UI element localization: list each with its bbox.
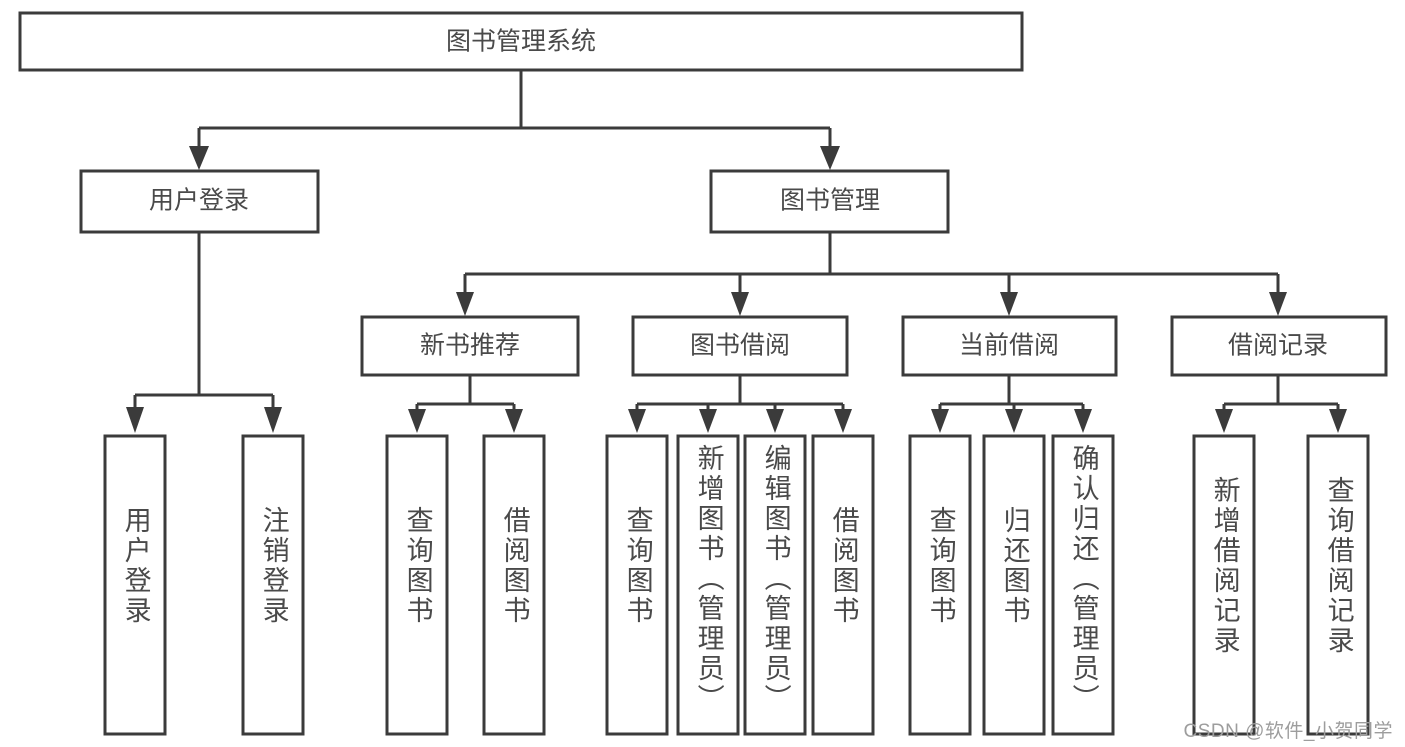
node-current-borrow[interactable]: 当前借阅 (901, 315, 1118, 377)
arrow-new-leaf-1 (408, 409, 426, 433)
node-root-system-label: 图书管理系统 (446, 28, 596, 56)
arrow-current-leaf-2 (1005, 409, 1023, 433)
arrow-book-to-record (1269, 292, 1287, 316)
node-new-book-recommend-label: 新书推荐 (420, 332, 520, 360)
leaf-box-query-borrow-record[interactable] (1306, 434, 1370, 736)
node-book-borrow-label: 图书借阅 (690, 332, 790, 360)
node-root-system[interactable]: 图书管理系统 (18, 11, 1024, 72)
connector-group-borrow-record (1215, 375, 1347, 433)
leaf-box-group (103, 434, 1370, 736)
leaf-box-query-book-borrow[interactable] (605, 434, 669, 736)
leaf-box-query-book-new[interactable] (385, 434, 449, 736)
leaf-box-logout[interactable] (241, 434, 305, 736)
arrow-borrow-leaf-2 (699, 409, 717, 433)
node-book-management[interactable]: 图书管理 (709, 169, 950, 234)
connector-group-new-book (408, 375, 523, 433)
node-borrow-record-label: 借阅记录 (1228, 332, 1328, 360)
node-borrow-record-box[interactable] (1170, 315, 1388, 377)
node-user-login-box[interactable] (79, 169, 320, 234)
leaf-box-confirm-return-admin[interactable] (1051, 434, 1115, 736)
leaf-box-borrow-book[interactable] (811, 434, 875, 736)
leaf-box-add-book-admin[interactable] (676, 434, 740, 736)
leaf-box-query-book-current[interactable] (908, 434, 972, 736)
node-book-borrow-box[interactable] (631, 315, 849, 377)
leaf-box-add-borrow-record[interactable] (1192, 434, 1256, 736)
leaf-box-return-book[interactable] (982, 434, 1046, 736)
connector-group-current-borrow (931, 375, 1092, 433)
node-book-management-label: 图书管理 (780, 187, 880, 215)
node-new-book-recommend-box[interactable] (360, 315, 580, 377)
connector-group-borrow-book (628, 375, 852, 433)
node-root-system-box[interactable] (18, 11, 1024, 72)
arrow-current-leaf-3 (1074, 409, 1092, 433)
arrow-new-leaf-2 (505, 409, 523, 433)
arrow-book-to-borrow (731, 292, 749, 316)
node-borrow-record[interactable]: 借阅记录 (1170, 315, 1388, 377)
node-current-borrow-box[interactable] (901, 315, 1118, 377)
connector-group-root (189, 70, 840, 170)
arrow-record-leaf-2 (1329, 409, 1347, 433)
arrow-book-to-new (456, 292, 474, 316)
node-user-login-label: 用户登录 (149, 187, 249, 215)
node-user-login[interactable]: 用户登录 (79, 169, 320, 234)
node-book-borrow[interactable]: 图书借阅 (631, 315, 849, 377)
connector-group-book-mgmt (456, 232, 1287, 316)
leaf-box-borrow-book-new[interactable] (482, 434, 546, 736)
node-book-management-box[interactable] (709, 169, 950, 234)
arrow-current-leaf-1 (931, 409, 949, 433)
connector-group-user-login (126, 232, 282, 433)
leaf-box-user-login[interactable] (103, 434, 167, 736)
arrow-borrow-leaf-1 (628, 409, 646, 433)
leaf-box-edit-book-admin[interactable] (743, 434, 807, 736)
arrow-borrow-leaf-4 (834, 409, 852, 433)
arrow-root-to-book (820, 146, 840, 170)
node-current-borrow-label: 当前借阅 (959, 332, 1059, 360)
arrow-root-to-user (189, 146, 209, 170)
arrow-book-to-current (1000, 292, 1018, 316)
arrow-user-leaf-2 (264, 407, 282, 433)
node-new-book-recommend[interactable]: 新书推荐 (360, 315, 580, 377)
arrow-record-leaf-1 (1215, 409, 1233, 433)
arrow-user-leaf-1 (126, 407, 144, 433)
arrow-borrow-leaf-3 (766, 409, 784, 433)
